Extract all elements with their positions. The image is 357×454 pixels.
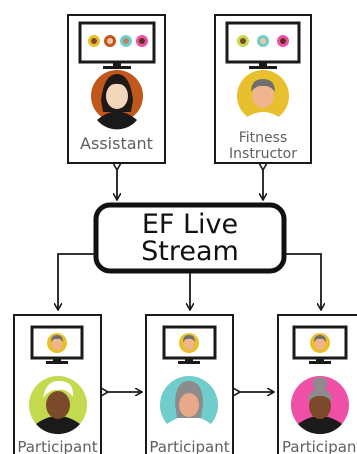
connectors (58, 169, 321, 392)
hub-box (93, 202, 287, 274)
participant-right-label: Participant (282, 438, 357, 454)
assistant-avatar-icon (91, 70, 143, 130)
arrow-hub-participant-left (58, 253, 96, 309)
participant-right-monitor-icon (292, 325, 348, 364)
assistant-label: Assistant (80, 134, 153, 153)
participant-right-card (277, 314, 357, 454)
hub-title-line1: EF Live (141, 209, 239, 240)
hub-title-line2: Stream (141, 236, 239, 267)
participant-middle-monitor-icon (162, 325, 217, 364)
instructor-label-line2: Instructor (229, 146, 297, 162)
participant-left-avatar-icon (29, 376, 87, 435)
participant-middle-avatar-icon (160, 376, 218, 435)
instructor-label-line1: Fitness (238, 130, 288, 146)
participant-middle-label: Participant (149, 438, 230, 454)
participant-middle-card (145, 314, 234, 454)
participant-left-label: Participant (17, 438, 98, 454)
instructor-avatar-icon (237, 70, 289, 130)
participant-left-card (13, 314, 102, 454)
assistant-card (67, 14, 166, 164)
hub-title: EF Live Stream (96, 205, 284, 271)
participant-left-monitor-icon (30, 325, 84, 364)
instructor-monitor-icon (225, 21, 301, 69)
arrow-hub-participant-right (284, 253, 321, 309)
assistant-monitor-icon (78, 21, 156, 69)
instructor-card (214, 14, 312, 164)
participant-right-avatar-icon (291, 376, 349, 435)
